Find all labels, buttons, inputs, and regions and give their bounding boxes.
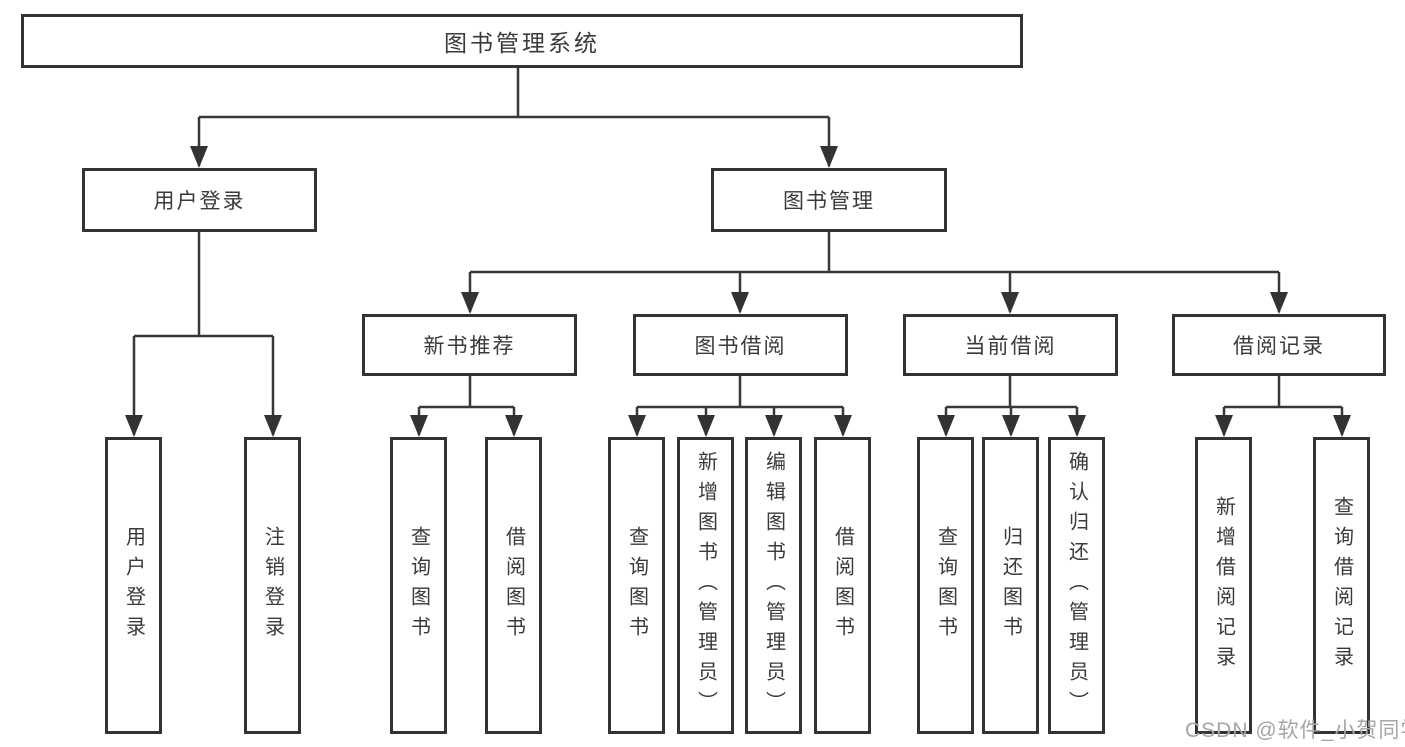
leaf-add-borrow-record: 新增借阅记录 xyxy=(1195,437,1252,734)
leaf-borrow-books-2: 借阅图书 xyxy=(814,437,871,734)
node-label: 图书管理系统 xyxy=(444,30,600,56)
connector-root-to-level2 xyxy=(197,68,831,166)
node-new-book-recommend: 新书推荐 xyxy=(362,314,577,376)
connector-borrowrecords-to-leaves xyxy=(1222,376,1344,435)
node-label: 借阅记录 xyxy=(1233,335,1325,358)
leaf-query-books-3: 查询图书 xyxy=(917,437,974,734)
connector-userlogin-to-leaves xyxy=(132,232,275,435)
leaf-user-login: 用户登录 xyxy=(105,437,162,734)
node-current-borrowing: 当前借阅 xyxy=(903,314,1118,376)
arrowheads xyxy=(125,146,1351,437)
node-label: 新增图书（管理员） xyxy=(694,450,717,721)
node-label: 查询图书 xyxy=(934,525,957,646)
leaf-return-books: 归还图书 xyxy=(982,437,1039,734)
leaf-borrow-books-1: 借阅图书 xyxy=(485,437,542,734)
leaf-add-books-admin: 新增图书（管理员） xyxy=(677,437,734,734)
connector-bookmgmt-to-level3 xyxy=(468,232,1281,312)
node-book-management-branch: 图书管理 xyxy=(711,168,947,232)
leaf-query-borrow-record: 查询借阅记录 xyxy=(1313,437,1370,734)
node-book-borrowing: 图书借阅 xyxy=(633,314,848,376)
node-library-management-system: 图书管理系统 xyxy=(21,14,1023,68)
leaf-query-books-1: 查询图书 xyxy=(390,437,447,734)
node-label: 借阅图书 xyxy=(502,525,525,646)
node-label: 编辑图书（管理员） xyxy=(762,450,785,721)
node-borrowing-records: 借阅记录 xyxy=(1172,314,1386,376)
node-label: 查询借阅记录 xyxy=(1330,495,1353,676)
leaf-confirm-return-admin: 确认归还（管理员） xyxy=(1048,437,1105,734)
node-label: 用户登录 xyxy=(153,190,246,213)
node-label: 当前借阅 xyxy=(964,335,1057,358)
node-label: 新书推荐 xyxy=(423,335,516,358)
node-label: 用户登录 xyxy=(122,525,145,646)
leaf-edit-books-admin: 编辑图书（管理员） xyxy=(745,437,802,734)
node-label: 借阅图书 xyxy=(831,525,854,646)
node-user-login-branch: 用户登录 xyxy=(82,168,317,232)
csdn-watermark: CSDN @软件_小贺同学 xyxy=(1185,719,1405,742)
node-label: 查询图书 xyxy=(625,525,648,646)
node-label: 图书借阅 xyxy=(694,335,787,358)
node-label: 查询图书 xyxy=(407,525,430,646)
node-label: 确认归还（管理员） xyxy=(1065,450,1088,721)
leaf-query-books-2: 查询图书 xyxy=(608,437,665,734)
node-label: 图书管理 xyxy=(783,190,875,213)
connector-newbooks-to-leaves xyxy=(417,376,516,435)
leaf-logout: 注销登录 xyxy=(244,437,301,734)
node-label: 注销登录 xyxy=(261,525,284,646)
connector-bookborrow-to-leaves xyxy=(635,376,845,435)
node-label: 新增借阅记录 xyxy=(1212,495,1235,676)
node-label: 归还图书 xyxy=(999,525,1022,646)
